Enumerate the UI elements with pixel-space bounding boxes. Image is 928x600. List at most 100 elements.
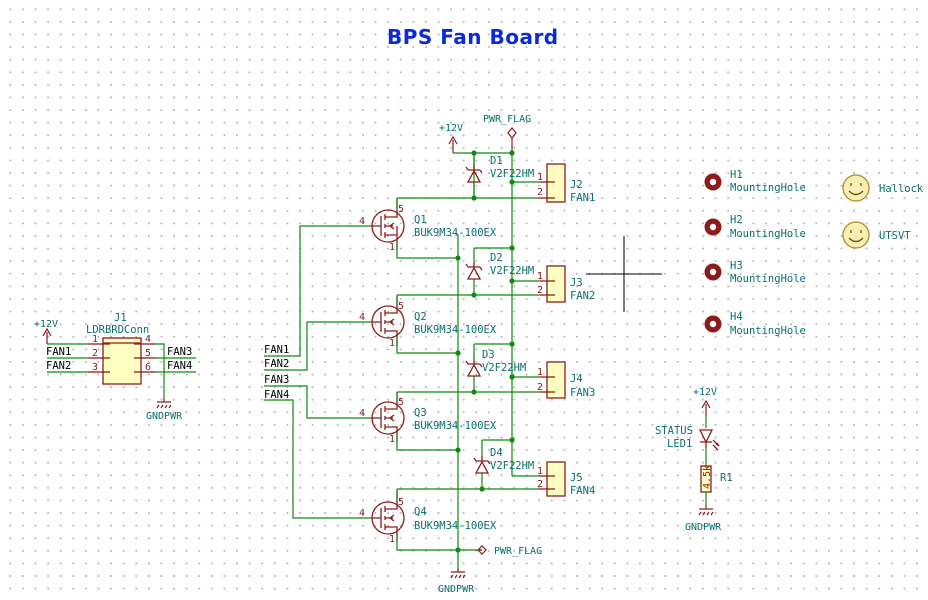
status-led[interactable]: STATUS LED1	[655, 425, 720, 451]
j1-net-fan4: FAN4	[167, 360, 192, 372]
smiley-icon	[842, 221, 870, 249]
diode-d2[interactable]: D2 V2F22HM	[465, 252, 534, 280]
j4-value: FAN3	[570, 387, 595, 399]
q2-pin-gate: 4	[359, 312, 365, 323]
h4-value: MountingHole	[730, 325, 806, 337]
j1-net-fan1: FAN1	[46, 346, 71, 358]
led-value: STATUS	[655, 425, 693, 437]
junctions	[455, 150, 515, 553]
q3-value: BUK9M34-100EX	[414, 420, 497, 432]
j1-power-symbol[interactable]: +12V	[34, 319, 58, 344]
fan-connector-j4[interactable]: 1 2 J4 FAN3	[537, 361, 595, 399]
q2-value: BUK9M34-100EX	[414, 324, 497, 336]
bottom-pwr-flag-label: PWR_FLAG	[494, 546, 542, 557]
q2-pin-drain: 5	[398, 301, 404, 312]
j1-pin-1: 1	[92, 334, 98, 345]
bottom-ground-label: GNDPWR	[438, 584, 475, 595]
d1-value: V2F22HM	[490, 168, 534, 180]
top-pwr-flag-label: PWR_FLAG	[483, 114, 531, 125]
j1-body	[102, 337, 142, 385]
fan-connector-j2[interactable]: 1 2 J2 FAN1	[537, 163, 595, 204]
mounting-hole-h4[interactable]: H4 MountingHole	[704, 311, 806, 337]
q1-ref: Q1	[414, 214, 427, 226]
h2-value: MountingHole	[730, 228, 806, 240]
j4-ref: J4	[570, 373, 583, 385]
diode-d1[interactable]: D1 V2F22HM	[465, 155, 534, 183]
bus-net-fan1: FAN1	[264, 344, 289, 356]
j5-pin-1: 1	[537, 466, 543, 477]
j2-pin-1: 1	[537, 172, 543, 183]
top-power-symbol[interactable]: +12V	[439, 123, 463, 153]
mounting-hole-h3[interactable]: H3 MountingHole	[704, 260, 806, 285]
q1-value: BUK9M34-100EX	[414, 227, 497, 239]
bottom-pwr-flag[interactable]: PWR_FLAG	[477, 545, 542, 557]
j1-value: LDRBRDConn	[86, 324, 149, 336]
fan-connector-j5[interactable]: 1 2 J5 FAN4	[537, 461, 595, 497]
q2-pin-source: 1	[389, 338, 395, 349]
top-pwr-flag[interactable]: PWR_FLAG	[483, 114, 531, 153]
j4-pin-1: 1	[537, 367, 543, 378]
mounting-hole-h1[interactable]: H1 MountingHole	[704, 169, 806, 194]
mounting-hole-h2[interactable]: H2 MountingHole	[704, 214, 806, 240]
status-resistor[interactable]: 4.5k R1	[700, 465, 733, 493]
j1-power-label: +12V	[34, 319, 58, 330]
mosfet-q3[interactable]: 4 5 1 Q3 BUK9M34-100EX	[359, 392, 497, 451]
h4-ref: H4	[730, 311, 743, 323]
h1-value: MountingHole	[730, 182, 806, 194]
q4-pin-gate: 4	[359, 508, 365, 519]
j1-ground-symbol[interactable]: GNDPWR	[146, 398, 183, 422]
bus-net-fan2: FAN2	[264, 358, 289, 370]
d4-ref: D4	[490, 447, 503, 459]
j2-ref: J2	[570, 179, 583, 191]
q3-pin-drain: 5	[398, 397, 404, 408]
top-power-label: +12V	[439, 123, 463, 134]
d4-value: V2F22HM	[490, 460, 534, 472]
fan-connector-j3[interactable]: 1 2 J3 FAN2	[537, 265, 595, 303]
j1-ground-label: GNDPWR	[146, 411, 183, 422]
j3-pin-1: 1	[537, 271, 543, 282]
j1-pin-4: 4	[145, 334, 151, 345]
j1-pin-marks	[103, 343, 141, 373]
mosfet-q4[interactable]: 4 5 1 Q4 BUK9M34-100EX	[359, 489, 497, 551]
d2-ref: D2	[490, 252, 503, 264]
h3-value: MountingHole	[730, 273, 806, 285]
diode-d4[interactable]: D4 V2F22HM	[473, 447, 534, 474]
j5-value: FAN4	[570, 485, 595, 497]
mosfet-q2[interactable]: 4 5 1 Q2 BUK9M34-100EX	[359, 295, 497, 354]
sheet-title: BPS Fan Board	[387, 25, 559, 49]
d1-ref: D1	[490, 155, 503, 167]
status-power-label: +12V	[693, 387, 717, 398]
status-ground-symbol[interactable]: GNDPWR	[685, 505, 722, 533]
bus-net-fan4: FAN4	[264, 389, 289, 401]
d3-value: V2F22HM	[482, 362, 526, 374]
status-power-symbol[interactable]: +12V	[693, 387, 717, 416]
logo-utsvt[interactable]: UTSVT	[842, 221, 911, 249]
bottom-ground-symbol[interactable]: GNDPWR	[438, 568, 475, 595]
q2-ref: Q2	[414, 311, 427, 323]
diode-d3[interactable]: D3 V2F22HM	[465, 349, 526, 377]
j1-pin-3: 3	[92, 362, 98, 373]
j4-pin-2: 2	[537, 382, 543, 393]
h3-ref: H3	[730, 260, 743, 272]
mosfet-q1[interactable]: 4 5 1 Q1 BUK9M34-100EX	[359, 198, 497, 259]
resistor-value: 4.5k	[702, 465, 713, 489]
h1-ref: H1	[730, 169, 743, 181]
j3-value: FAN2	[570, 290, 595, 302]
j3-pin-2: 2	[537, 285, 543, 296]
connector-j1[interactable]: J1 LDRBRDConn 1 2 3 4 5 6	[86, 312, 156, 385]
d3-ref: D3	[482, 349, 495, 361]
led-ref: LED1	[667, 438, 692, 450]
logo-hallock[interactable]: Hallock	[842, 174, 924, 202]
j2-pin-2: 2	[537, 187, 543, 198]
smiley-icon	[842, 174, 870, 202]
j1-pin-6: 6	[145, 362, 151, 373]
j5-ref: J5	[570, 472, 583, 484]
crosshair-cursor	[586, 236, 662, 312]
logo-utsvt-label: UTSVT	[879, 230, 911, 242]
q4-pin-source: 1	[389, 534, 395, 545]
q1-pin-gate: 4	[359, 216, 365, 227]
j1-ref: J1	[114, 312, 127, 324]
j3-ref: J3	[570, 277, 583, 289]
bus-net-fan3: FAN3	[264, 374, 289, 386]
